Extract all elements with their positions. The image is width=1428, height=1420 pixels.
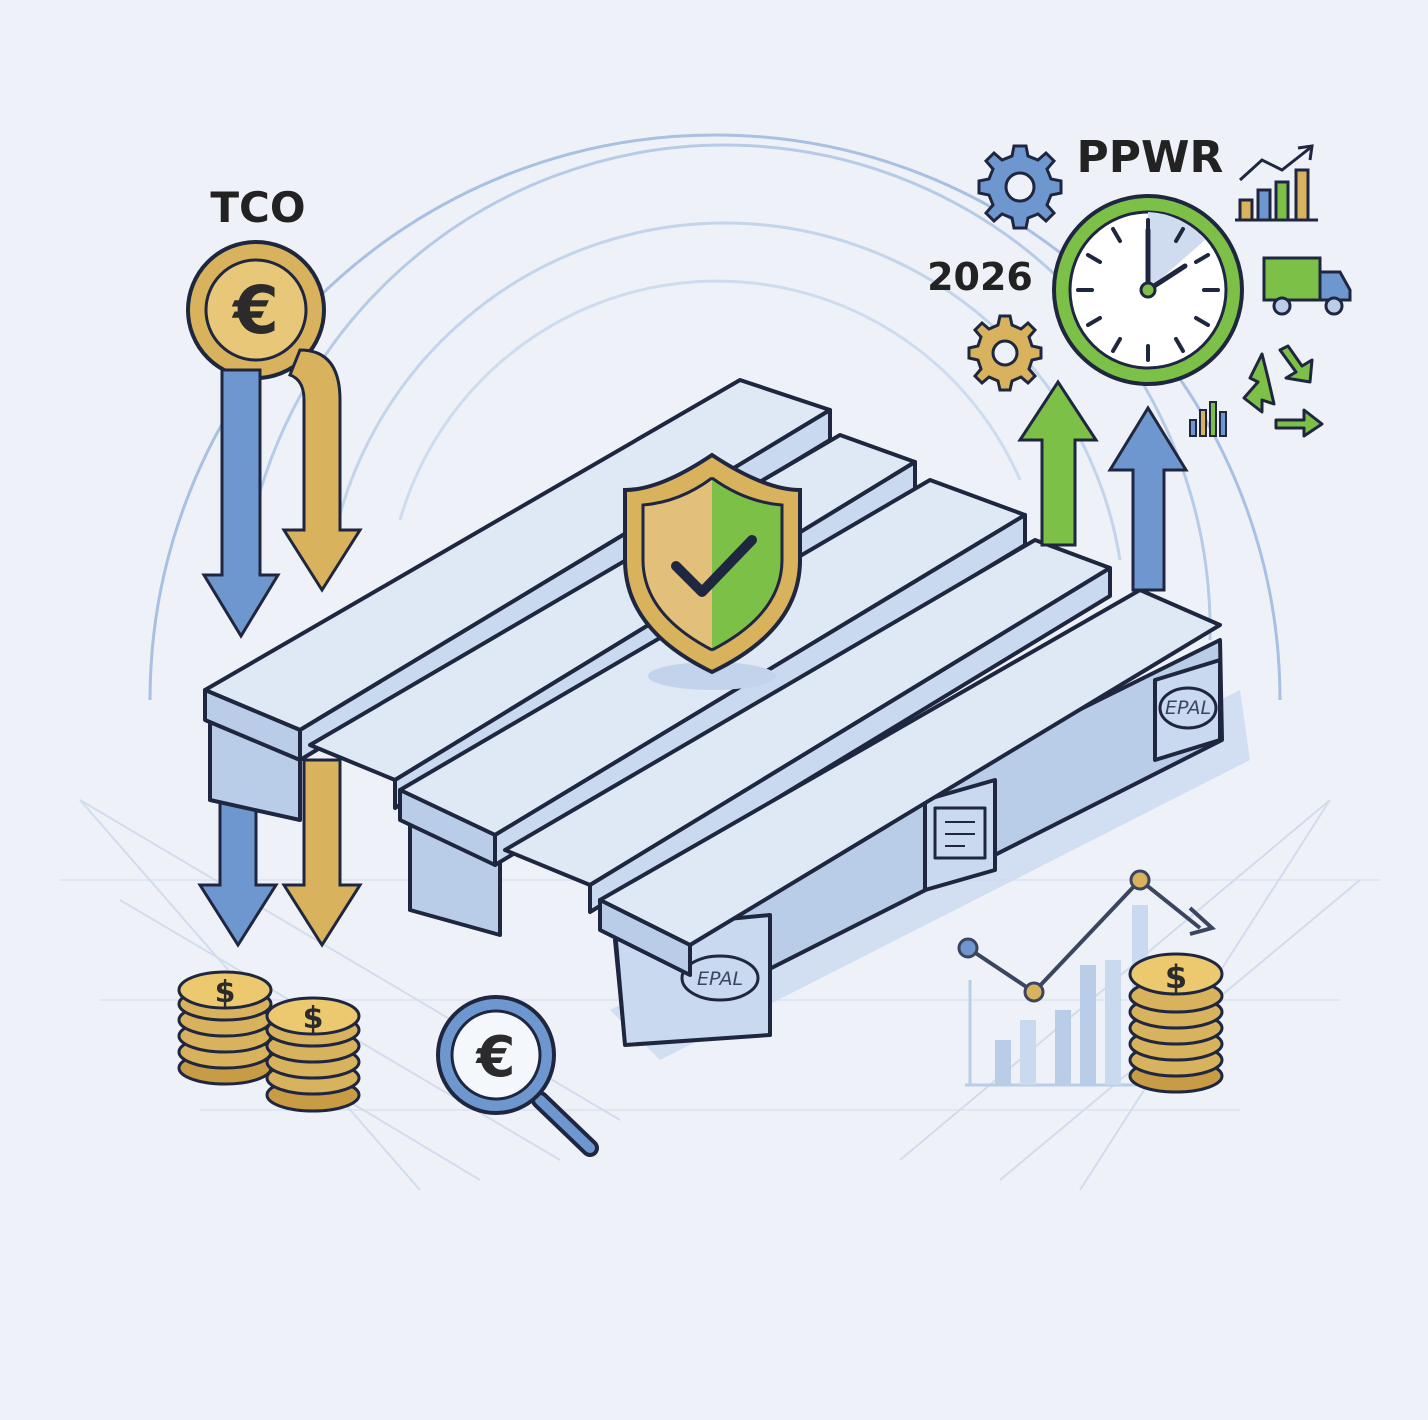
shield-check-icon [623, 452, 802, 690]
magnifier-euro-symbol: € [475, 1025, 516, 1090]
up-arrow-blue-icon [1107, 405, 1189, 592]
bar-chart-up-icon [1235, 144, 1318, 222]
epal-front-mark: EPAL [697, 968, 743, 990]
coin-stack-right-icon: $ [1128, 952, 1224, 1094]
year-label: 2026 [927, 255, 1033, 299]
epal-side-mark: EPAL [1165, 697, 1211, 719]
euro-coin-icon: € [186, 240, 326, 380]
coin-stack-2-icon: $ [265, 996, 361, 1113]
dollar-symbol-2: $ [303, 1001, 324, 1036]
recycle-icon [1242, 344, 1324, 438]
euro-magnifier-icon: € [436, 995, 599, 1157]
up-arrow-green-icon [1017, 379, 1099, 547]
coin-stack-icon: $ [177, 970, 273, 1086]
clock-icon [1052, 194, 1244, 386]
small-bar-icon [1189, 401, 1227, 437]
dollar-symbol: $ [215, 975, 236, 1010]
down-arrow-gold-lower-icon [281, 758, 363, 948]
gear-2-icon [967, 314, 1043, 392]
down-arrow-blue-icon [201, 368, 281, 639]
truck-icon [1262, 256, 1352, 316]
dollar-symbol-3: $ [1165, 958, 1187, 996]
gear-icon [977, 144, 1063, 230]
down-arrow-gold-icon [281, 348, 363, 593]
ppwr-label: PPWR [1077, 132, 1224, 183]
euro-symbol: € [231, 272, 279, 349]
tco-label: TCO [210, 183, 305, 232]
